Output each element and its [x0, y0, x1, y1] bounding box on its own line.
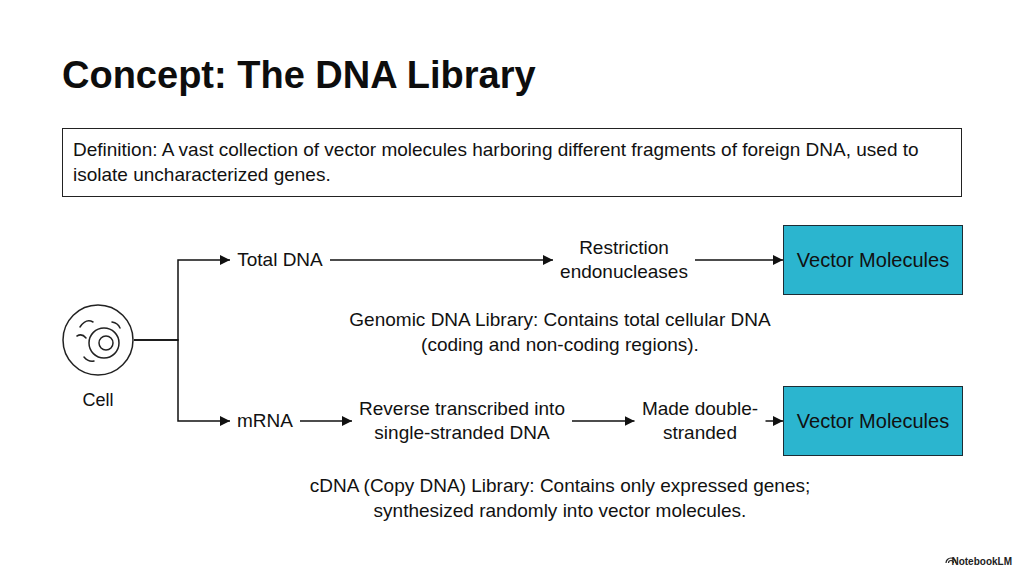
- text-wrap: Definition: A vast collection of vector …: [73, 138, 951, 186]
- watermark: NotebookLM: [951, 556, 1012, 567]
- process-step: Total DNA: [230, 246, 330, 274]
- flow-arrow: [134, 260, 230, 340]
- slide-title: Concept: The DNA Library: [62, 56, 536, 94]
- text-wrap: Total DNA: [236, 248, 324, 272]
- flow-arrow: [330, 259, 553, 261]
- step-text: Total DNA: [237, 249, 323, 270]
- vector-box: Vector Molecules: [783, 386, 963, 456]
- box-label: Vector Molecules: [797, 410, 949, 432]
- cell-label: Cell: [62, 302, 134, 410]
- definition-text: Definition: A vast collection of vector …: [73, 139, 919, 184]
- text-wrap: Vector Molecules: [797, 409, 949, 433]
- process-step: Made double-stranded: [635, 395, 766, 447]
- text-wrap: Vector Molecules: [797, 248, 949, 272]
- step-text: Made double-stranded: [642, 398, 758, 443]
- flow-arrow: [300, 420, 352, 422]
- text-wrap: Reverse transcribed into single-stranded…: [358, 397, 566, 445]
- text-wrap: Restriction endonucleases: [559, 236, 689, 284]
- process-step: Restriction endonucleases: [553, 234, 695, 286]
- definition-box: Definition: A vast collection of vector …: [62, 128, 962, 197]
- library-note: cDNA (Copy DNA) Library: Contains only e…: [290, 474, 830, 523]
- vector-box: Vector Molecules: [783, 225, 963, 295]
- step-text: mRNA: [237, 410, 293, 431]
- step-text: Reverse transcribed into single-stranded…: [359, 398, 565, 443]
- text-wrap: mRNA: [236, 409, 294, 433]
- process-step: Reverse transcribed into single-stranded…: [352, 395, 572, 447]
- text-wrap: Made double-stranded: [641, 397, 760, 445]
- box-label: Vector Molecules: [797, 249, 949, 271]
- step-text: Restriction endonucleases: [560, 237, 688, 282]
- library-note: Genomic DNA Library: Contains total cell…: [340, 308, 780, 357]
- step-text: Cell: [82, 390, 113, 410]
- text-wrap: Cell: [82, 390, 113, 410]
- flow-arrow: [695, 259, 783, 261]
- flow-arrow: [572, 420, 635, 422]
- cell-illustration: [63, 305, 133, 375]
- flow-arrow: [134, 340, 230, 421]
- flow-arrow: [766, 420, 784, 422]
- process-step: mRNA: [230, 407, 300, 435]
